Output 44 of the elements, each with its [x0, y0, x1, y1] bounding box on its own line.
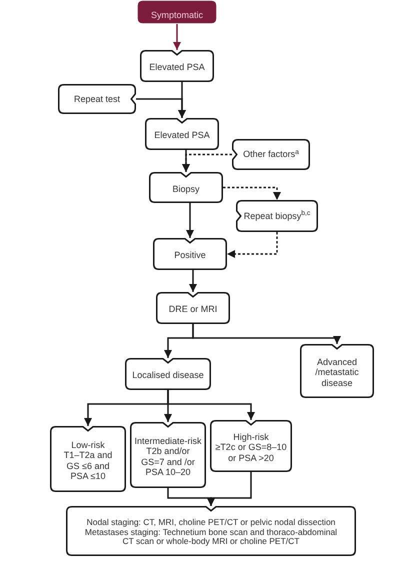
process-box: [236, 200, 318, 232]
box-text: Positive: [174, 250, 206, 261]
process-box: [210, 420, 292, 472]
box-text: T1–T2a and GS ≤6 and PSA ≤10: [62, 450, 114, 482]
box-text: Symptomatic: [150, 10, 203, 20]
box-heading: Low-risk: [71, 440, 105, 450]
dashed-arrow: [182, 154, 232, 172]
process-box: [149, 172, 223, 203]
arrow: [186, 203, 194, 238]
box-text: Other factors$^{a}$: [243, 149, 299, 160]
arrow: [167, 390, 255, 420]
process-box: [156, 292, 230, 324]
process-box: [50, 426, 126, 492]
process-box: [130, 422, 206, 488]
box-text: ≥T2c or GS=8–10 or PSA >20: [214, 442, 288, 464]
arrow: [136, 98, 186, 118]
box-text: Localised disease: [132, 370, 204, 381]
process-box: [300, 344, 374, 398]
box-text: Repeat biopsy$^{b,c}$: [244, 210, 310, 222]
box-text: Metastases staging: Technetium bone scan and thoraco-abdominal CT scan or whole-body MRI or choline PET/CT: [84, 528, 338, 548]
box-text: DRE or MRI: [168, 304, 218, 315]
start-box: [137, 0, 217, 24]
process-box: [140, 50, 214, 82]
arrow: [207, 472, 252, 506]
box-text: Elevated PSA: [149, 62, 205, 73]
box-text: T2b and/or GS=7 and /or PSA 10–20: [140, 446, 196, 478]
box-text: Advanced /metastatic disease: [314, 356, 360, 388]
process-box: [232, 139, 310, 170]
box-heading: Intermediate-risk: [134, 436, 202, 446]
box-text: Elevated PSA: [154, 130, 210, 141]
arrow: [173, 24, 181, 50]
box-text: Nodal staging: CT, MRI, choline PET/CT or pelvic nodal dissection: [86, 518, 336, 528]
dashed-arrow: [227, 232, 278, 258]
dashed-arrow: [223, 186, 281, 200]
process-box: [58, 84, 136, 114]
process-box: [153, 238, 227, 270]
arrow: [192, 324, 341, 344]
arrow: [189, 270, 197, 292]
box-text: Repeat test: [74, 94, 120, 104]
process-box: [145, 118, 219, 150]
box-text: Biopsy: [172, 184, 200, 194]
box-heading: High-risk: [233, 432, 269, 442]
process-box: [125, 358, 211, 390]
process-box: [66, 506, 356, 556]
